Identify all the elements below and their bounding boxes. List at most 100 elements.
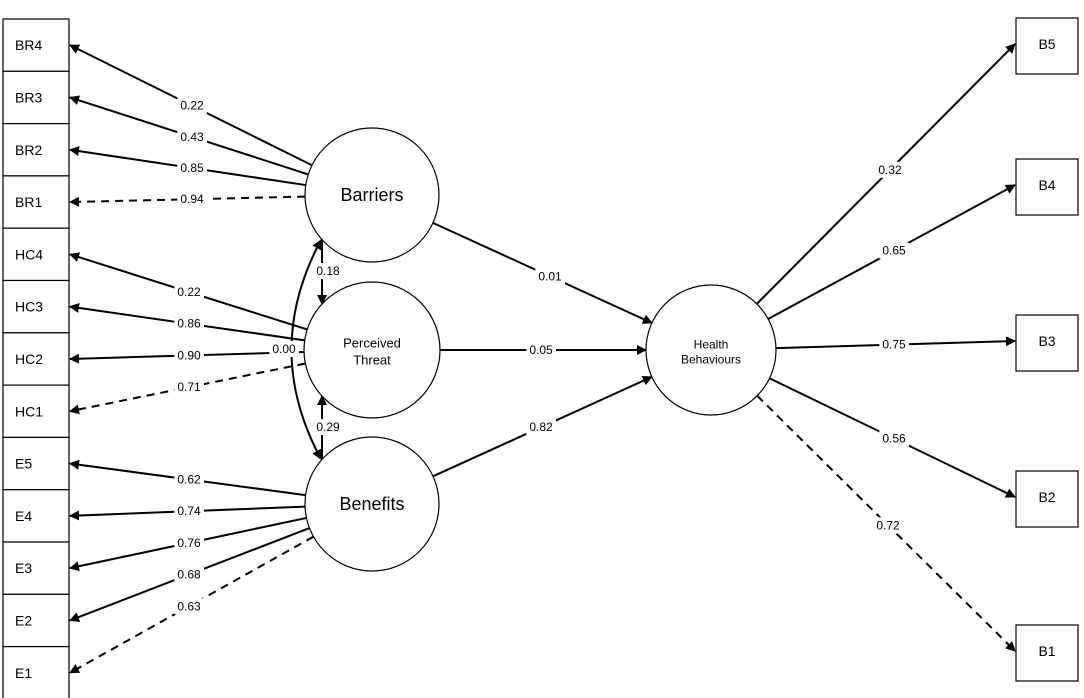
indicator-label-e3: E3 (15, 560, 32, 576)
corr-label-barriers-benefits: 0.00 (272, 342, 296, 356)
loading-label-b3: 0.75 (882, 338, 906, 352)
indicator-label-hc4: HC4 (15, 246, 43, 262)
loading-label-hc1: 0.71 (177, 380, 201, 394)
loading-label-br1: 0.94 (180, 192, 204, 206)
path-benefits-to-e1 (69, 535, 314, 674)
loading-label-b5-bg (875, 161, 906, 178)
indicator-box-br4 (2, 18, 70, 72)
indicator-box-b3 (1015, 314, 1079, 372)
indicator-box-b2 (1015, 470, 1079, 528)
indicator-label-b1: B1 (1038, 643, 1055, 659)
indicator-box-hc4 (2, 227, 70, 282)
indicator-box-e4 (2, 489, 70, 543)
loading-label-e1: 0.63 (177, 599, 201, 613)
loading-label-br2: 0.85 (180, 161, 204, 175)
indicator-label-hc1: HC1 (15, 403, 43, 419)
indicator-label-br3: BR3 (15, 89, 42, 105)
loading-label-b1: 0.72 (876, 518, 900, 532)
indicator-label-hc2: HC2 (15, 351, 43, 367)
loading-label-e3-bg (174, 534, 205, 551)
indicator-box-e2 (2, 593, 70, 648)
loading-label-br4-bg (177, 97, 208, 114)
indicator-box-b1 (1015, 624, 1079, 682)
loading-label-br1-bg (177, 191, 208, 208)
path-label-barriers-to-health: 0.01 (538, 269, 562, 283)
loading-label-e2-bg (174, 566, 205, 583)
indicator-label-br1: BR1 (15, 194, 42, 210)
loading-label-b2-bg (879, 430, 910, 447)
loading-label-hc3-bg (174, 315, 205, 332)
path-label-threat-to-health: 0.05 (529, 343, 553, 357)
latent-threat-circle (303, 281, 441, 419)
loading-label-hc1-bg (174, 379, 205, 396)
corr-label-barriers-benefits-bg (269, 341, 300, 357)
loading-label-b4: 0.65 (882, 244, 906, 258)
corr-label-barriers-threat: 0.18 (316, 264, 340, 278)
indicator-box-br3 (2, 70, 70, 125)
indicator-box-hc3 (2, 279, 70, 334)
loading-label-e2: 0.68 (177, 568, 201, 582)
path-label-threat-to-health-bg (526, 342, 557, 358)
path-threat-to-hc1 (69, 362, 306, 415)
loading-label-e4: 0.74 (177, 504, 201, 518)
indicator-label-b2: B2 (1038, 489, 1055, 505)
indicator-label-e4: E4 (15, 508, 32, 524)
indicator-label-b5: B5 (1038, 36, 1055, 52)
loading-label-br4: 0.22 (180, 99, 204, 113)
loading-label-br2-bg (177, 160, 208, 177)
loading-label-b3-bg (879, 336, 910, 353)
loading-label-hc2: 0.90 (177, 348, 201, 362)
indicator-label-hc3: HC3 (15, 299, 43, 315)
loading-label-e5: 0.62 (177, 472, 201, 486)
path-label-benefits-to-health-bg (526, 419, 557, 436)
corr-label-threat-benefits: 0.29 (316, 420, 340, 434)
loading-label-e1-bg (174, 598, 205, 615)
latent-barriers-label: Barriers (340, 185, 403, 205)
corr-label-threat-benefits-bg (313, 419, 344, 435)
indicator-box-e3 (2, 541, 70, 595)
indicator-label-b3: B3 (1038, 333, 1055, 349)
loading-label-b2: 0.56 (882, 431, 906, 445)
path-health-to-b1 (756, 395, 1016, 652)
loading-label-hc4: 0.22 (177, 285, 201, 299)
loading-label-br3-bg (177, 128, 208, 145)
loading-label-e4-bg (174, 503, 205, 520)
indicator-box-hc1 (2, 384, 70, 439)
loading-label-hc2-bg (174, 347, 205, 364)
loading-label-e3: 0.76 (177, 536, 201, 550)
indicator-label-b4: B4 (1038, 177, 1055, 193)
indicator-box-b5 (1015, 17, 1079, 75)
arrows-layer (69, 43, 1016, 674)
latent-barriers-circle (304, 127, 440, 263)
path-label-barriers-to-health-bg (535, 268, 566, 285)
latent-benefits-circle (304, 436, 440, 572)
indicator-label-e1: E1 (15, 665, 32, 681)
indicator-box-br2 (2, 122, 70, 177)
loading-label-b5: 0.32 (878, 163, 902, 177)
indicator-box-b4 (1015, 158, 1079, 216)
loading-label-hc4-bg (174, 284, 205, 301)
loading-label-hc3: 0.86 (177, 317, 201, 331)
latent-benefits-label: Benefits (339, 494, 404, 514)
indicator-label-br4: BR4 (15, 37, 42, 53)
loading-label-e5-bg (174, 471, 205, 488)
indicator-box-hc2 (2, 332, 70, 386)
corr-label-barriers-threat-bg (313, 263, 344, 279)
latent-health-circle (645, 284, 777, 416)
indicator-box-e1 (2, 645, 70, 698)
indicator-box-br1 (2, 175, 70, 229)
indicator-label-e5: E5 (15, 456, 32, 472)
coefficient-labels-layer: 0.22 0.43 0.85 0.94 0.22 0.86 0.90 0.71 0.62 0.74… (174, 97, 910, 615)
loading-label-b1-bg (873, 517, 904, 534)
indicator-box-e5 (2, 436, 70, 491)
loading-label-b4-bg (879, 242, 910, 259)
path-label-benefits-to-health: 0.82 (529, 420, 553, 434)
indicator-label-br2: BR2 (15, 142, 42, 158)
indicator-label-e2: E2 (15, 612, 32, 628)
loading-label-br3: 0.43 (180, 130, 204, 144)
